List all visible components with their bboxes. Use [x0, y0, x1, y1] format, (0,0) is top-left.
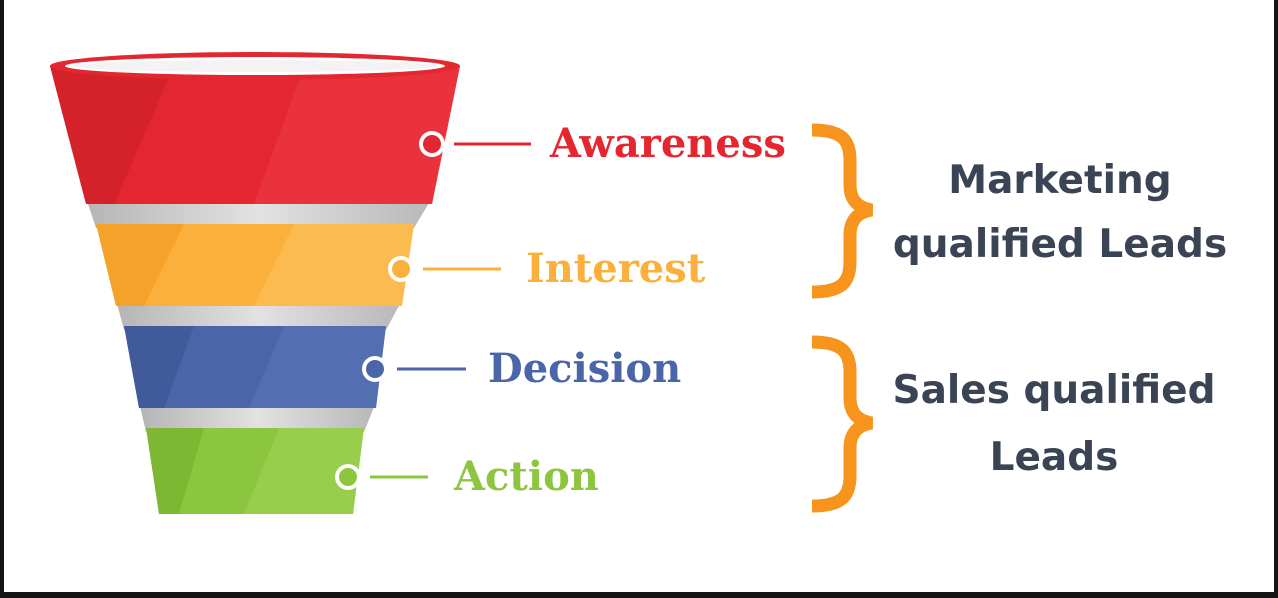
- group-label-sales-line-1: Sales qualified: [892, 368, 1215, 413]
- funnel-gap-3: [139, 402, 376, 432]
- stage-label-action: Action: [453, 453, 599, 500]
- group-label-marketing-line-2: qualified Leads: [893, 222, 1227, 267]
- sales-funnel-diagram: Awareness Interest Decision Action Marke…: [50, 52, 1227, 514]
- stage-label-decision: Decision: [488, 345, 681, 392]
- curly-bracket-sales: [811, 335, 874, 513]
- group-label-marketing-line-1: Marketing: [948, 158, 1171, 203]
- funnel-gap-1: [86, 198, 432, 228]
- funnel-section-decision: [124, 326, 386, 408]
- funnel-section-awareness: [50, 52, 460, 204]
- connector-action: [335, 464, 428, 490]
- stage-label-awareness: Awareness: [549, 120, 786, 167]
- funnel-gap-2: [116, 300, 402, 330]
- diagram-canvas: Awareness Interest Decision Action Marke…: [4, 0, 1274, 592]
- funnel-section-action: [146, 428, 364, 514]
- connector-awareness: [419, 131, 531, 157]
- connector-decision: [362, 356, 466, 382]
- connector-interest: [388, 256, 501, 282]
- group-label-sales-line-2: Leads: [990, 435, 1119, 480]
- stage-label-interest: Interest: [526, 245, 706, 292]
- funnel-section-interest: [96, 224, 414, 306]
- curly-bracket-marketing: [811, 123, 874, 299]
